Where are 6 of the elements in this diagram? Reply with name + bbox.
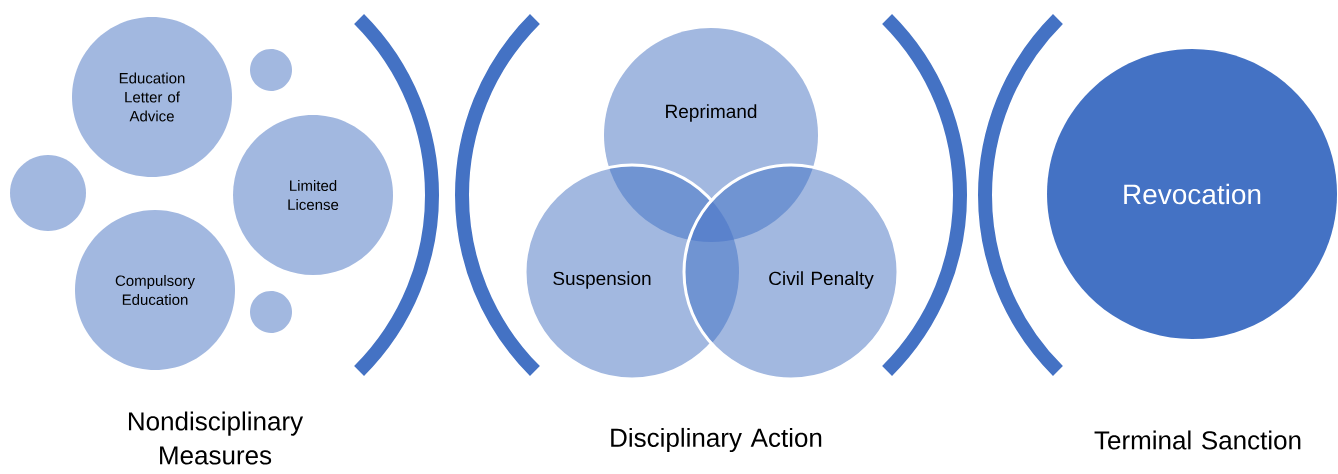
circle (250, 291, 292, 333)
circle (10, 155, 86, 231)
section-title: Disciplinary Action (611, 427, 822, 453)
section-title: Nondisciplinary Measures (129, 411, 304, 465)
circle (250, 49, 292, 91)
section-title: Terminal Sanction (1094, 430, 1301, 450)
